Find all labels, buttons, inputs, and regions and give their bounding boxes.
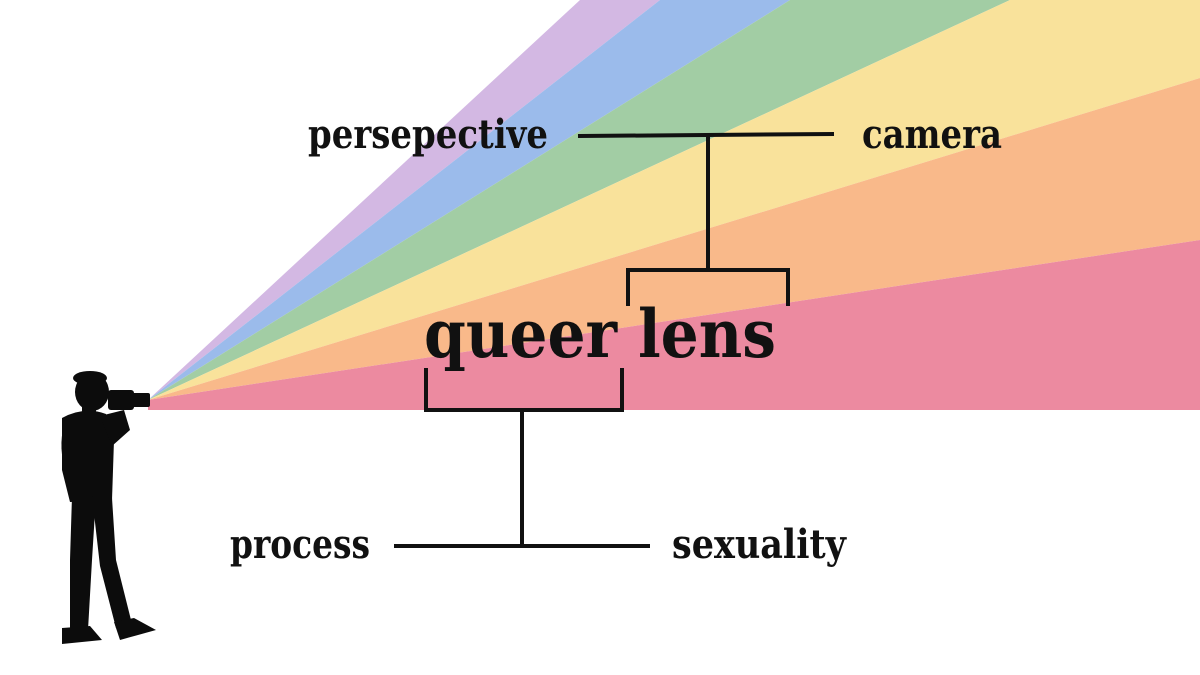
rainbow-beam	[148, 0, 1200, 410]
diagram-terms: persepective camera queer lens process s…	[230, 111, 1002, 568]
term-persepective: persepective	[308, 111, 548, 158]
ray-pink	[148, 240, 1200, 410]
upper-bracket	[626, 268, 790, 306]
connector-lines	[394, 131, 835, 548]
photographer-silhouette-icon	[61, 371, 156, 644]
term-sexuality: sexuality	[672, 521, 848, 568]
ray-yellow	[148, 0, 1200, 400]
term-camera: camera	[862, 111, 1002, 158]
ray-orange	[148, 78, 1200, 400]
term-queer-lens: queer lens	[424, 295, 776, 373]
term-process: process	[230, 521, 370, 568]
